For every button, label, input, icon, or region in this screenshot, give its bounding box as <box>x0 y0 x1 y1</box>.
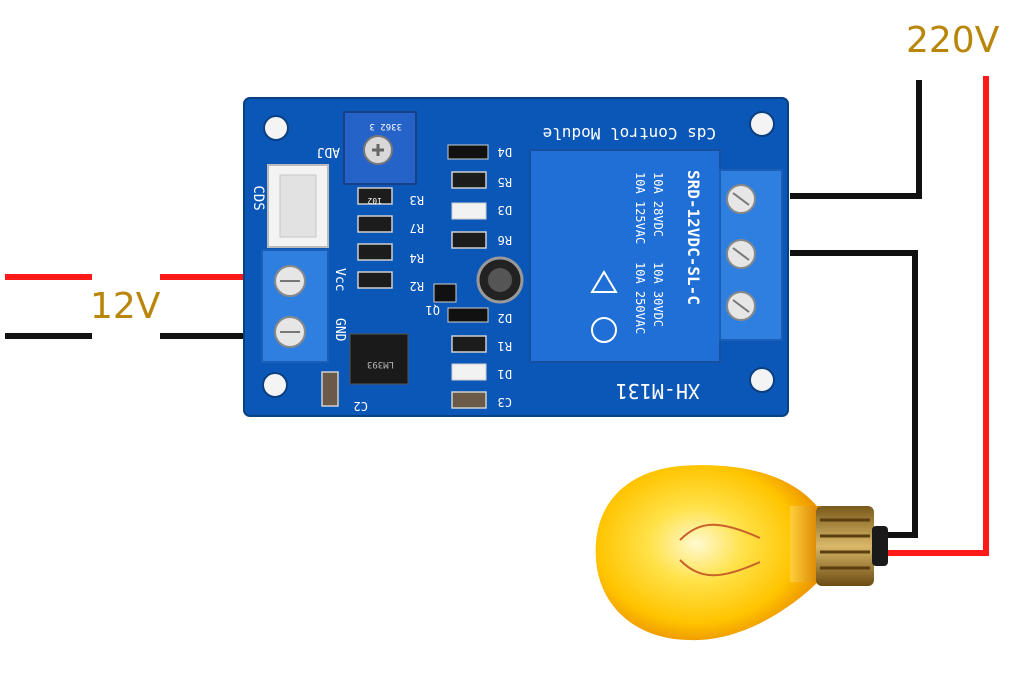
smd-resistor <box>357 187 393 205</box>
mount-hole <box>262 372 288 398</box>
pot-label: ADJ <box>317 144 340 159</box>
smd-resistor-group <box>321 171 487 409</box>
bulb-filament <box>679 523 761 577</box>
screw-slot <box>732 192 750 206</box>
mount-hole <box>749 111 775 137</box>
mount-hole <box>263 115 289 141</box>
resistor-marking: 102 <box>367 196 382 205</box>
bulb-base <box>816 506 874 586</box>
bulb-neck <box>790 506 820 582</box>
supply-voltage-220v-label: 220V <box>906 20 1000 61</box>
smd-led <box>451 363 487 381</box>
smd-resistor <box>357 215 393 233</box>
ic-marking: LM393 <box>367 359 394 369</box>
smd-diode <box>447 307 489 323</box>
relay-body <box>529 149 721 363</box>
vcc-pin-label: Vcc <box>332 268 347 291</box>
relay-rating-4: 10A 28VDC <box>651 172 665 237</box>
potentiometer-icon <box>343 111 417 185</box>
smd-led <box>451 202 487 220</box>
light-bulb-icon <box>595 465 888 641</box>
relay-logo <box>591 317 617 343</box>
bulb-glass <box>595 465 820 641</box>
wire-220v-common <box>790 80 922 199</box>
relay-cert-mark <box>590 270 618 293</box>
label-r3: R3 <box>410 193 424 207</box>
smd-capacitor <box>321 371 339 407</box>
label-r7: R7 <box>410 221 424 235</box>
smd-diode-group <box>433 144 489 381</box>
ic-comparator <box>349 333 409 385</box>
smd-resistor <box>357 271 393 289</box>
mount-hole <box>749 367 775 393</box>
bulb-contact <box>872 526 888 566</box>
smd-resistor <box>451 335 487 353</box>
label-d3: D3 <box>498 203 512 217</box>
relay-model: SRD-12VDC-SL-C <box>684 170 703 305</box>
capacitor-top <box>488 268 512 292</box>
label-q1: Q1 <box>426 303 440 317</box>
screw-slot <box>732 299 750 313</box>
label-d2: D2 <box>498 311 512 325</box>
supply-wires-220v <box>790 76 989 556</box>
label-r1: R1 <box>498 339 512 353</box>
component-labels: D4 R5 D3 R6 D2 R1 D1 C3 R3 R7 R4 R2 Q1 C… <box>354 145 512 413</box>
transistor-q1 <box>433 283 457 303</box>
relay-rating-3: 10A 30VDC <box>651 262 665 327</box>
relay-output-terminal <box>719 169 783 341</box>
module-model: XH-M131 <box>616 379 700 403</box>
label-r2: R2 <box>410 279 424 293</box>
label-c3: C3 <box>498 395 512 409</box>
smd-capacitor <box>451 391 487 409</box>
supply-voltage-12v-label: 12V <box>90 286 161 327</box>
cds-connector-slot <box>279 174 317 238</box>
label-r4: R4 <box>410 251 424 265</box>
module-title: Cds Control Module <box>543 124 716 143</box>
pot-marking: 3362 3 <box>369 121 402 131</box>
label-d1: D1 <box>498 367 512 381</box>
label-d4: D4 <box>498 145 512 159</box>
label-r5: R5 <box>498 175 512 189</box>
relay-rating-2: 10A 125VAC <box>633 172 647 244</box>
smd-resistor <box>357 243 393 261</box>
relay: SRD-12VDC-SL-C 10A 250VAC 10A 125VAC 10A… <box>529 149 721 363</box>
smd-resistor <box>451 171 487 189</box>
label-r6: R6 <box>498 233 512 247</box>
label-c2: C2 <box>354 399 368 413</box>
gnd-pin-label: GND <box>332 318 347 342</box>
wire-220v-switched <box>790 250 918 538</box>
smd-diode <box>447 144 489 160</box>
screw-slot <box>732 247 750 261</box>
relay-module-board: CDS Vcc GND 3362 3 ADJ Cds Control Modul… <box>243 97 789 417</box>
cds-connector-label: CDS <box>250 185 266 210</box>
relay-rating-1: 10A 250VAC <box>633 262 647 334</box>
smd-resistor <box>451 231 487 249</box>
wire-220v-live <box>880 76 989 556</box>
